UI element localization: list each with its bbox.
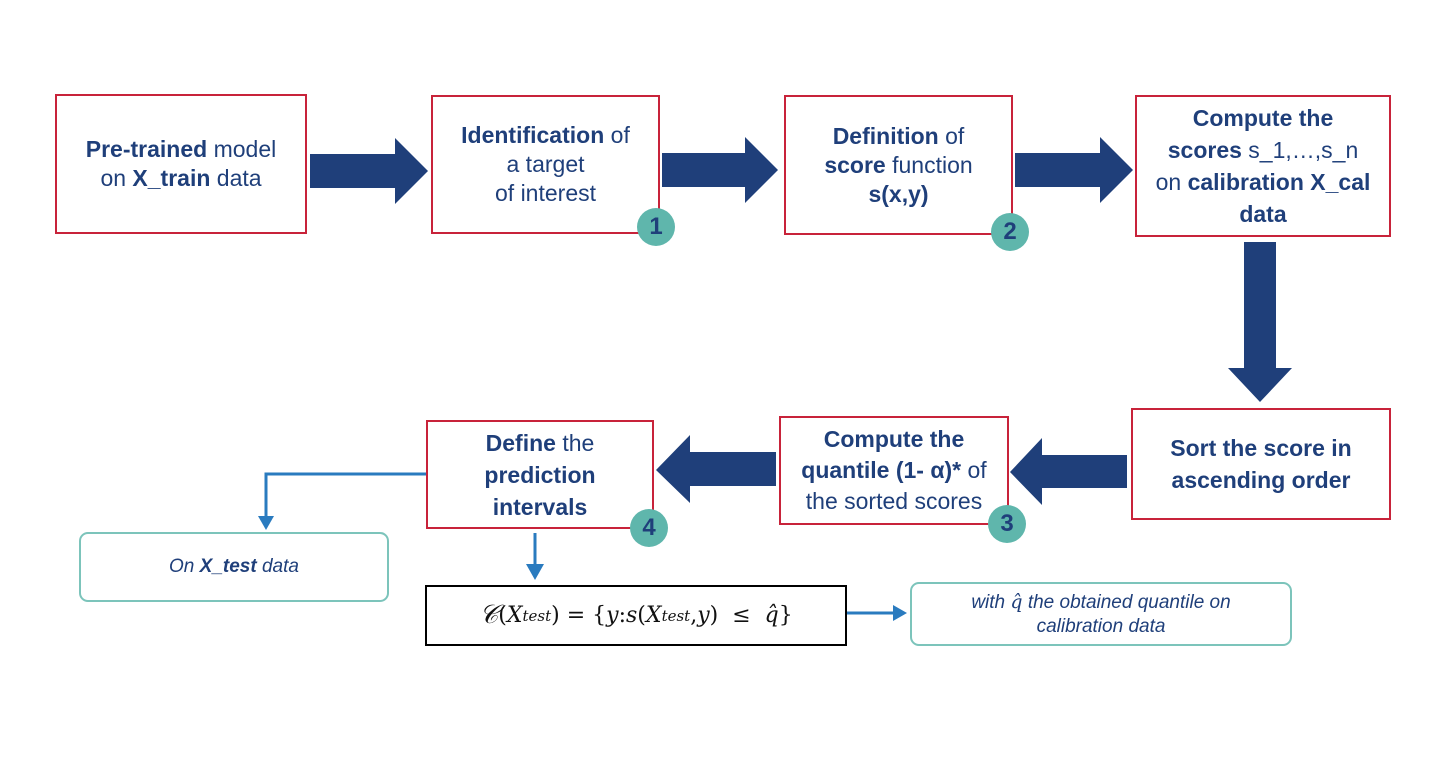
step-badge-3: 3 bbox=[988, 505, 1026, 543]
step-badge-2: 2 bbox=[991, 213, 1029, 251]
connector-formula-head bbox=[526, 564, 544, 580]
note-obtained-quantile: with q̂ the obtained quantile on calibra… bbox=[910, 582, 1292, 646]
step-define-intervals: Define the prediction intervals bbox=[426, 420, 654, 529]
arrow-left-1 bbox=[1010, 438, 1127, 505]
arrow-2 bbox=[662, 137, 778, 203]
step-pretrained-model: Pre-trained model on X_train data bbox=[55, 94, 307, 234]
step-compute-quantile: Compute the quantile (1- α)* of the sort… bbox=[779, 416, 1009, 525]
connector-note-head bbox=[893, 605, 907, 621]
step-definition: Definition of score function s(x,y) bbox=[784, 95, 1013, 235]
arrow-down bbox=[1228, 242, 1292, 402]
step-compute-scores: Compute the scores s_1,…,s_n on calibrat… bbox=[1135, 95, 1391, 237]
note-test-data: On X_test data bbox=[79, 532, 389, 602]
connector-test-data-head bbox=[258, 516, 274, 530]
step-badge-4: 4 bbox=[630, 509, 668, 547]
step-badge-1: 1 bbox=[637, 208, 675, 246]
arrow-left-2 bbox=[656, 435, 776, 503]
step-sort-scores: Sort the score in ascending order bbox=[1131, 408, 1391, 520]
connector-test-data bbox=[264, 472, 426, 518]
arrow-1 bbox=[310, 138, 428, 204]
step-identification: Identification of a target of interest bbox=[431, 95, 660, 234]
arrow-3 bbox=[1015, 137, 1133, 203]
